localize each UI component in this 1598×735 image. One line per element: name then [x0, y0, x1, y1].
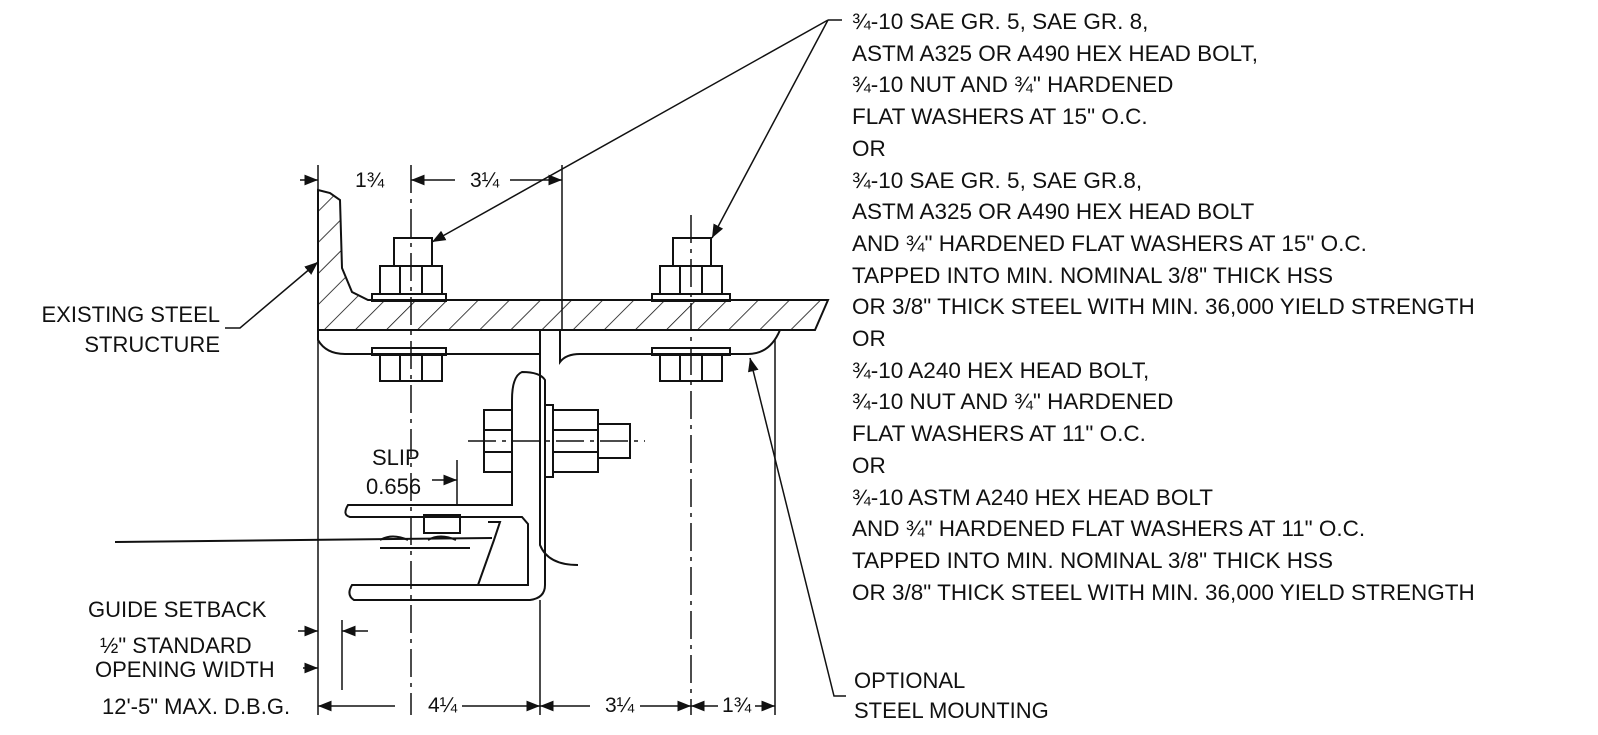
note-line: OR — [852, 452, 886, 478]
mounting-bracket-vertical — [539, 330, 579, 566]
label-guide-setback: GUIDE SETBACK — [88, 597, 267, 622]
existing-steel-angle — [317, 188, 830, 331]
label-existing-steel-1: EXISTING STEEL — [42, 302, 221, 327]
door-panel-edge — [477, 521, 502, 586]
dim-text-bottom-3: 1¾ — [722, 694, 752, 717]
note-line: ASTM A325 OR A490 HEX HEAD BOLT — [852, 199, 1255, 225]
note-line: OR — [852, 326, 886, 352]
label-opening-width: OPENING WIDTH — [95, 657, 275, 682]
leader-existing-steel — [225, 261, 319, 329]
label-existing-steel-2: STRUCTURE — [84, 332, 220, 357]
note-line: ¾-10 NUT AND ¾" HARDENED — [852, 389, 1174, 415]
note-line: OR 3/8" THICK STEEL WITH MIN. 36,000 YIE… — [852, 294, 1475, 320]
note-line: ¾-10 ASTM A240 HEX HEAD BOLT — [852, 484, 1213, 510]
label-slip-value: 0.656 — [366, 474, 421, 499]
leader-optional-mount — [748, 357, 846, 697]
note-line: AND ¾" HARDENED FLAT WASHERS AT 15" O.C. — [852, 230, 1367, 256]
note-line: ¾-10 SAE GR. 5, SAE GR. 8, — [852, 9, 1149, 34]
note-line: ¾-10 A240 HEX HEAD BOLT, — [852, 357, 1150, 383]
guide-angle — [344, 370, 546, 601]
note-line: ¾-10 NUT AND ¾" HARDENED — [852, 72, 1174, 98]
leader-bolt-right — [711, 19, 829, 239]
label-optional-2: STEEL MOUNTING — [854, 698, 1049, 723]
label-dbg: 12'-5" MAX. D.B.G. — [102, 694, 290, 719]
dim-text-bottom-1: 4¼ — [428, 694, 458, 717]
bolt-specification-notes: ¾-10 SAE GR. 5, SAE GR. 8, ASTM A325 OR … — [852, 6, 1592, 608]
note-line: AND ¾" HARDENED FLAT WASHERS AT 11" O.C. — [852, 516, 1366, 542]
label-standard: ½" STANDARD — [100, 633, 252, 658]
mounting-bracket-right — [559, 329, 781, 365]
label-optional-1: OPTIONAL — [854, 668, 965, 693]
dim-text-top-left: 1¾ — [355, 169, 385, 192]
bolt-left — [371, 237, 447, 382]
note-line: TAPPED INTO MIN. NOMINAL 3/8" THICK HSS — [852, 262, 1333, 288]
label-slip: SLIP — [372, 445, 420, 470]
leader-bolt-left — [431, 19, 829, 243]
note-line: ¾-10 SAE GR. 5, SAE GR.8, — [852, 167, 1143, 193]
mounting-bracket — [317, 330, 541, 355]
note-line: FLAT WASHERS AT 15" O.C. — [852, 104, 1148, 130]
slip-block — [423, 514, 461, 534]
note-line: TAPPED INTO MIN. NOMINAL 3/8" THICK HSS — [852, 547, 1333, 573]
bolt-horizontal — [483, 404, 631, 478]
note-line: OR 3/8" THICK STEEL WITH MIN. 36,000 YIE… — [852, 579, 1475, 605]
note-line: OR — [852, 135, 886, 161]
dim-text-top-mid: 3¼ — [470, 169, 500, 192]
dim-text-bottom-2: 3¼ — [605, 694, 635, 717]
note-line: FLAT WASHERS AT 11" O.C. — [852, 421, 1146, 447]
door-panel-line — [114, 537, 493, 543]
door-hardware — [379, 535, 470, 549]
note-line: ASTM A325 OR A490 HEX HEAD BOLT, — [852, 40, 1258, 66]
